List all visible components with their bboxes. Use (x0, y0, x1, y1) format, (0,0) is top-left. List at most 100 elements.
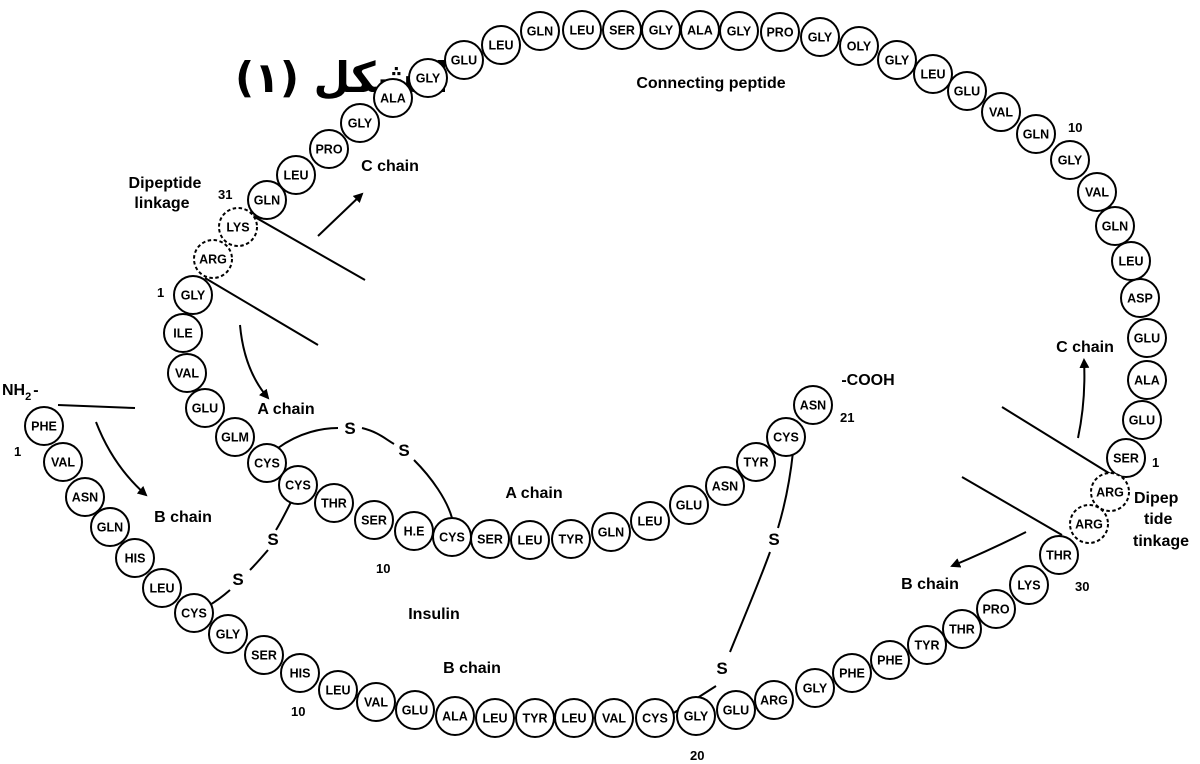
residue-c-chain: GLY (408, 58, 448, 98)
residue-label: VAL (364, 696, 388, 710)
residue-label: GLY (1058, 154, 1083, 168)
residue-circle (340, 103, 380, 143)
residue-dipeptide-left: ARG (193, 239, 233, 279)
residue-circle (591, 512, 631, 552)
residue-circle (562, 10, 602, 50)
residue-label: GLU (723, 704, 749, 718)
residue-circle (800, 17, 840, 57)
residue-number-b1: 1 (14, 444, 21, 459)
residue-label: GLY (885, 54, 910, 68)
residue-label: THR (321, 497, 347, 511)
residue-circle (680, 10, 720, 50)
residue-circle (551, 519, 591, 559)
residue-label: ILE (173, 327, 192, 341)
residue-label: ASN (712, 480, 738, 494)
nh2-label: NH (2, 382, 25, 399)
residue-label: VAL (602, 712, 626, 726)
residue-circle (1016, 114, 1056, 154)
residue-label: LEU (326, 684, 351, 698)
b-chain-label-right: B chain (901, 576, 959, 593)
cleavage-line-c-right (1001, 406, 1113, 476)
residue-circle (481, 25, 521, 65)
residue-label: GLU (402, 704, 428, 718)
residue-circle (247, 180, 287, 220)
residue-label: GLY (416, 72, 441, 86)
residue-b-chain: HIS (115, 538, 155, 578)
dipeptide-linkage-label: linkage (134, 195, 189, 212)
dipeptide-linkage-label: Dipeptide (129, 175, 202, 192)
residue-label: ASP (1127, 292, 1153, 306)
residue-label: ASN (800, 399, 826, 413)
residue-a-chain: ASN (793, 385, 833, 425)
residue-c-chain: LEU (913, 54, 953, 94)
residue-circle (1122, 400, 1162, 440)
residue-circle (870, 640, 910, 680)
residue-number-c10: 10 (1068, 120, 1082, 135)
residue-a-chain: GLU (185, 388, 225, 428)
residue-circle (90, 507, 130, 547)
residue-label: CYS (439, 531, 465, 545)
residue-b-chain: LEU (142, 568, 182, 608)
residue-label: GLY (684, 710, 709, 724)
residue-label: GLU (1134, 332, 1160, 346)
residue-c-chain: GLY (641, 10, 681, 50)
residue-circle (65, 477, 105, 517)
residue-c-chain: GLY (340, 103, 380, 143)
residue-b-chain: PHE (832, 653, 872, 693)
residue-c-chain: LEU (1111, 241, 1151, 281)
residue-circle (1050, 140, 1090, 180)
residue-c-chain: SER (1106, 438, 1146, 478)
a-chain-label-left: A chain (257, 401, 314, 418)
residue-a-chain: GLU (669, 485, 709, 525)
residue-label: VAL (1085, 186, 1109, 200)
residue-circle (163, 313, 203, 353)
residue-circle (173, 275, 213, 315)
residue-label: SER (477, 533, 503, 547)
a-chain-label-center: A chain (505, 485, 562, 502)
residue-b-chain: PHE (870, 640, 910, 680)
residue-circle (318, 670, 358, 710)
residue-circle (174, 593, 214, 633)
disulfide-bond-a6-a11 (413, 459, 453, 519)
residue-c-chain: LEU (481, 25, 521, 65)
residue-b-chain: SER (244, 635, 284, 675)
residue-c-chain: PRO (309, 129, 349, 169)
residue-circle (1106, 438, 1146, 478)
residue-label: ARG (199, 253, 227, 267)
residue-c-chain: GLU (947, 71, 987, 111)
residue-circle (510, 520, 550, 560)
residue-circle (1039, 535, 1079, 575)
residue-b-chain: PHE (24, 406, 64, 446)
residue-circle (444, 40, 484, 80)
residue-b-chain: CYS (635, 698, 675, 738)
residue-b-chain: VAL (356, 682, 396, 722)
residue-b-chain: LEU (475, 698, 515, 738)
residue-a-chain: GLY (173, 275, 213, 315)
residue-c-chain: ALA (680, 10, 720, 50)
residue-circle (1120, 278, 1160, 318)
residue-circle (244, 635, 284, 675)
residue-b-chain: ASN (65, 477, 105, 517)
sulfur-atom: S (232, 570, 243, 589)
residue-c-chain: GLU (1127, 318, 1167, 358)
residue-c-chain: GLN (1016, 114, 1056, 154)
cleavage-line-b-right (961, 476, 1063, 536)
arrow-to-c-chain-right (1077, 358, 1090, 439)
residue-label: THR (1046, 549, 1072, 563)
residue-circle (947, 71, 987, 111)
residue-a-chain: ILE (163, 313, 203, 353)
residue-label: HIS (290, 667, 311, 681)
residue-dipeptide-right: ARG (1090, 472, 1130, 512)
residue-label: GLY (181, 289, 206, 303)
residue-c-chain: VAL (1077, 172, 1117, 212)
residue-label: PHE (31, 420, 57, 434)
residue-circle (1077, 172, 1117, 212)
residue-label: ALA (380, 92, 406, 106)
residue-b-chain: ALA (435, 696, 475, 736)
residue-a-chain: TYR (736, 442, 776, 482)
residue-b-chain: GLN (90, 507, 130, 547)
residue-circle (408, 58, 448, 98)
